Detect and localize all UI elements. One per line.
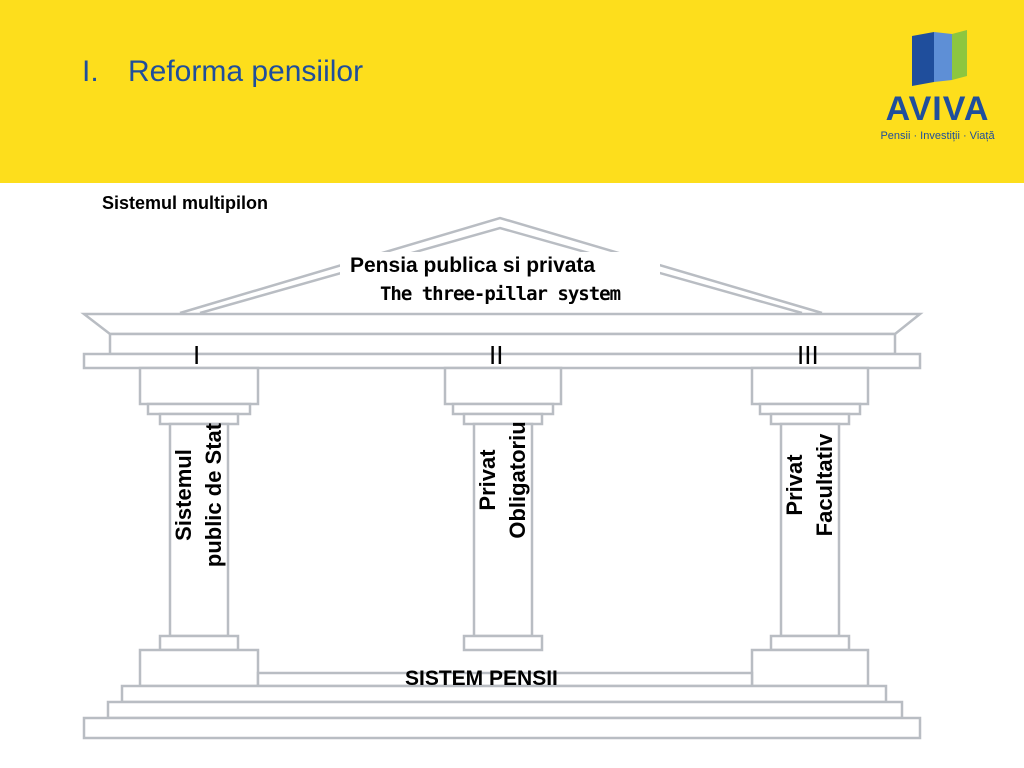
pillar-3-label-line-1: Privat xyxy=(782,454,807,516)
roof-outer-outline xyxy=(179,216,823,315)
pillar-1-label: Sistemul public de Stat xyxy=(169,395,229,595)
pillar-1-label-line-1: Sistemul xyxy=(171,449,196,541)
pillar-1-label-line-2: public de Stat xyxy=(201,422,226,568)
logo-wordmark: AVIVA xyxy=(885,90,990,128)
logo-tagline: Pensii · Investiții · Viață xyxy=(880,130,995,142)
pillar-2-numeral: II xyxy=(489,340,504,370)
pillar-2-label-line-2: Obligatoriu xyxy=(505,421,530,539)
roof-inner-outline xyxy=(199,226,803,315)
header-band xyxy=(0,0,1024,183)
pillar-3-label: Privat Facultativ xyxy=(780,385,840,585)
base-step-2 xyxy=(106,700,904,720)
slide-number: I. xyxy=(82,55,99,88)
roof-title: Pensia publica si privata xyxy=(350,254,596,277)
roof-subtitle: The three-pillar system xyxy=(379,283,621,305)
base-step-3 xyxy=(82,716,922,740)
slide-title: I. Reforma pensiilor xyxy=(82,55,363,89)
logo-flag-icon xyxy=(912,30,967,86)
slide-title-text: Reforma pensiilor xyxy=(128,55,364,88)
slide-subtitle: Sistemul multipilon xyxy=(102,193,269,213)
pillar-3 xyxy=(750,366,870,688)
aviva-logo: AVIVA Pensii · Investiții · Viață xyxy=(870,30,1005,145)
pillar-3-numeral: III xyxy=(797,340,819,370)
pillar-2 xyxy=(443,366,563,652)
pillar-2-label: Privat Obligatoriu xyxy=(473,380,533,580)
pillar-2-label-line-1: Privat xyxy=(475,449,500,511)
pillar-1 xyxy=(138,366,260,688)
pillar-3-label-line-2: Facultativ xyxy=(812,433,837,537)
roof-text-band xyxy=(340,252,660,312)
cornice xyxy=(80,312,924,336)
base-label: SISTEM PENSII xyxy=(405,667,558,690)
pillar-1-numeral: I xyxy=(193,340,201,370)
